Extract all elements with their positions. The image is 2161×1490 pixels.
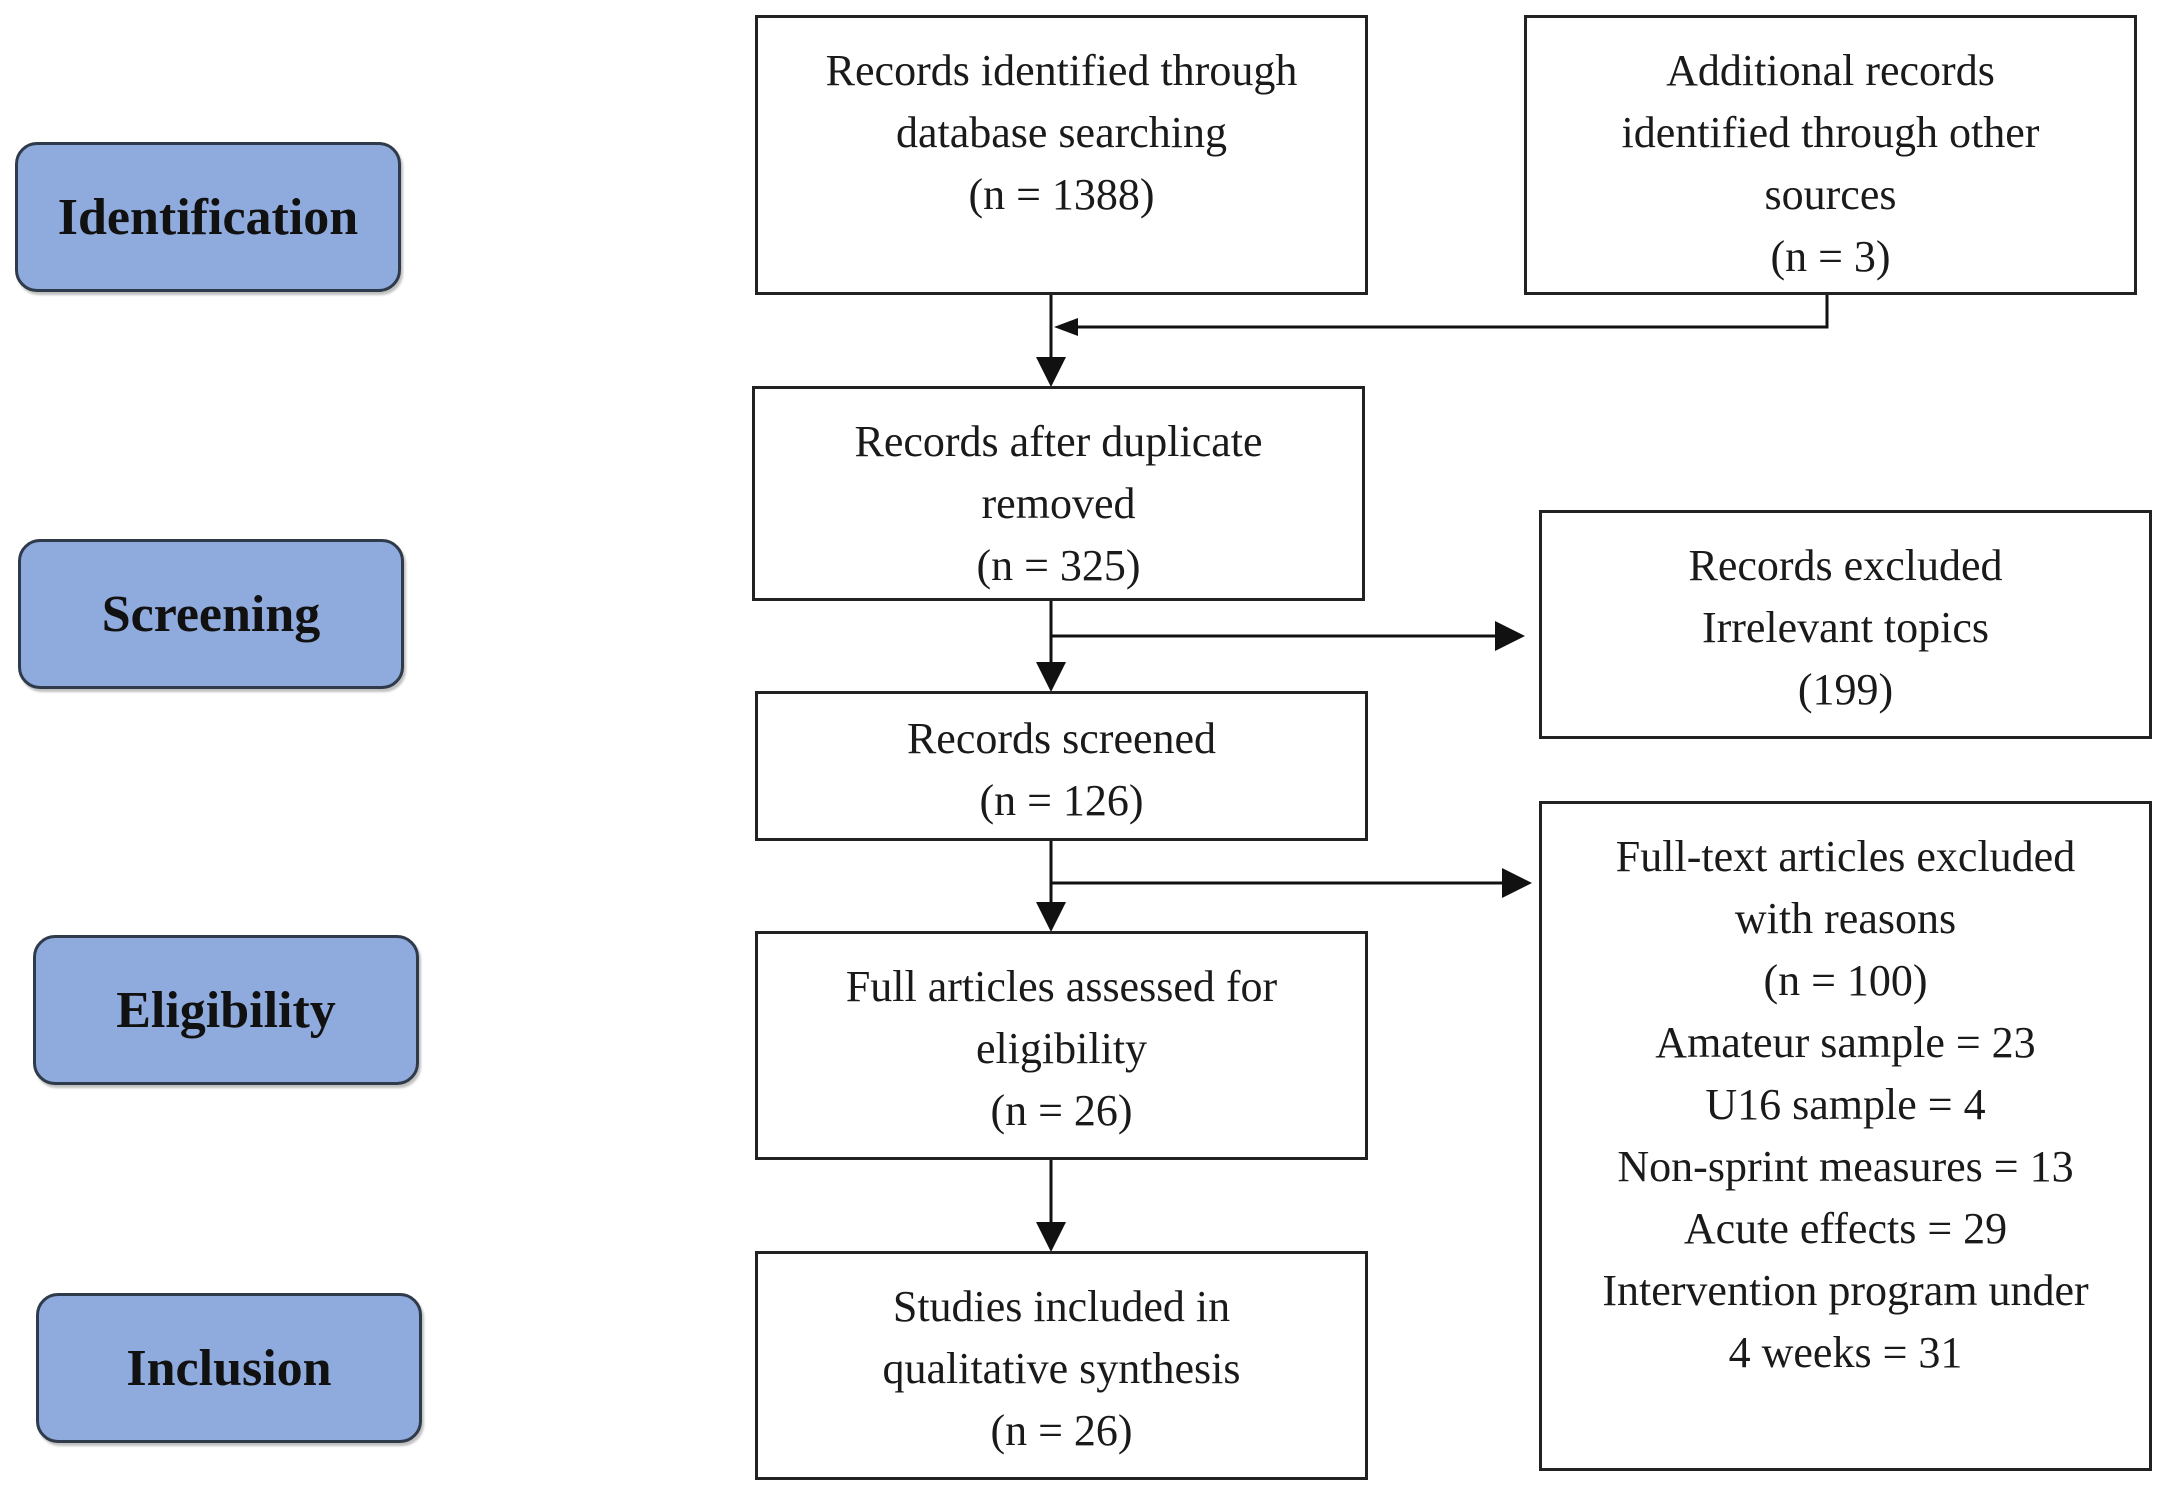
box-line: (n = 26): [990, 1406, 1133, 1455]
box-line: qualitative synthesis: [882, 1344, 1241, 1393]
box-line: Full articles assessed for: [845, 962, 1278, 1011]
box-line: Acute effects = 29: [1683, 1204, 2008, 1253]
stage-screening-label: Screening: [101, 585, 321, 643]
box-line: (n = 325): [976, 541, 1141, 590]
box-line: (n = 126): [979, 776, 1144, 825]
stage-identification: Identification: [15, 142, 401, 292]
stage-inclusion: Inclusion: [36, 1293, 422, 1443]
stage-eligibility-label: Eligibility: [116, 981, 336, 1039]
connector-other-sources: [1064, 295, 1829, 329]
arrow-other-sources-head: [1054, 318, 1078, 336]
box-line: sources: [1764, 170, 1897, 219]
box-other-records: Additional records identified through ot…: [1524, 15, 2137, 295]
box-line: Non-sprint measures = 13: [1617, 1142, 2074, 1191]
box-line: (n = 26): [990, 1086, 1133, 1135]
box-line: database searching: [895, 108, 1228, 157]
box-line: identified through other: [1621, 108, 2040, 157]
box-line: Additional records: [1666, 46, 1995, 95]
stage-eligibility: Eligibility: [33, 935, 419, 1085]
box-line: Irrelevant topics: [1701, 603, 1990, 652]
box-assessed-eligibility: Full articles assessed for eligibility (…: [755, 931, 1368, 1160]
stage-inclusion-label: Inclusion: [126, 1339, 332, 1397]
box-excluded-irrelevant: Records excluded Irrelevant topics (199): [1539, 510, 2152, 739]
box-line: (199): [1797, 665, 1894, 714]
box-database-records: Records identified through database sear…: [755, 15, 1368, 295]
box-line: Amateur sample = 23: [1655, 1018, 2036, 1067]
box-line: Records screened: [906, 714, 1217, 763]
box-line: (n = 1388): [968, 170, 1155, 219]
box-line: Records after duplicate: [854, 417, 1263, 466]
box-line: (n = 100): [1763, 956, 1928, 1005]
box-line: 4 weeks = 31: [1728, 1328, 1963, 1377]
box-included: Studies included in qualitative synthesi…: [755, 1251, 1368, 1480]
box-line: Records excluded: [1688, 541, 2003, 590]
box-screened: Records screened (n = 126): [755, 691, 1368, 841]
box-line: Records identified through: [825, 46, 1298, 95]
box-line: removed: [981, 479, 1136, 528]
box-line: Intervention program under: [1602, 1266, 2089, 1315]
box-fulltext-excluded: Full-text articles excluded with reasons…: [1539, 801, 2152, 1471]
box-line: eligibility: [975, 1024, 1148, 1073]
box-line: U16 sample = 4: [1705, 1080, 1986, 1129]
box-line: (n = 3): [1770, 232, 1891, 281]
stage-screening: Screening: [18, 539, 404, 689]
box-after-duplicates: Records after duplicate removed (n = 325…: [752, 386, 1365, 601]
box-line: Full-text articles excluded: [1615, 832, 2076, 881]
box-line: with reasons: [1734, 894, 1957, 943]
stage-identification-label: Identification: [57, 188, 359, 246]
box-line: Studies included in: [892, 1282, 1231, 1331]
